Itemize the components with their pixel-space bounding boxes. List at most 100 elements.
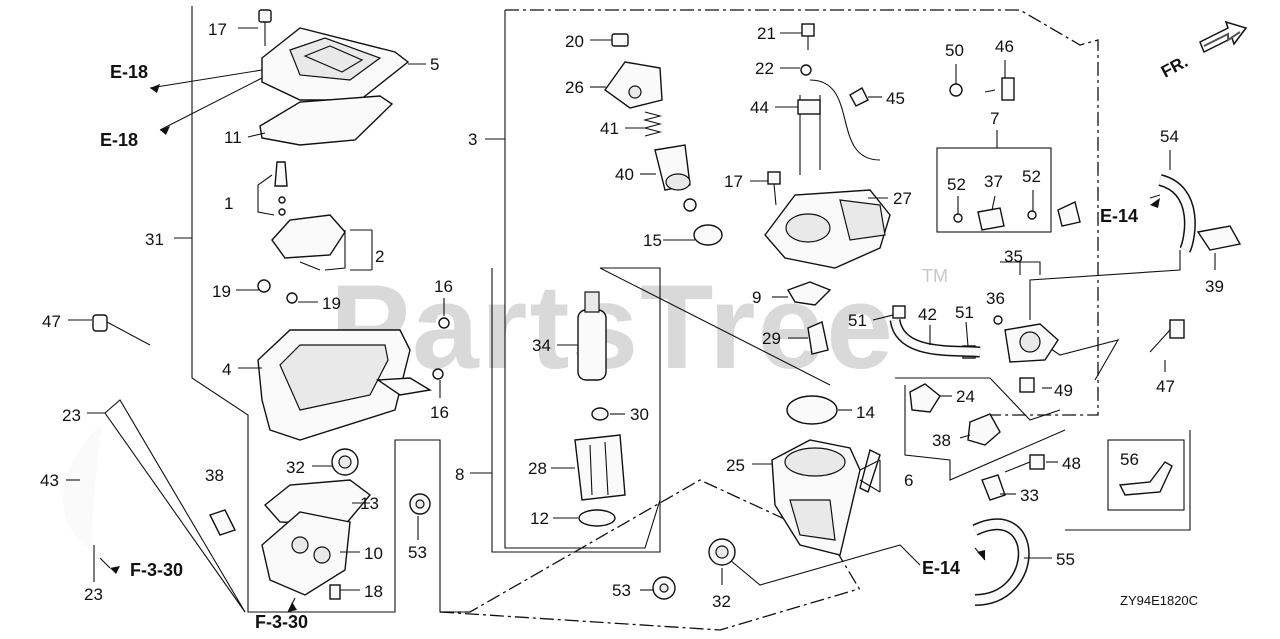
callout-12[interactable]: 12 (530, 509, 549, 528)
callout-4[interactable]: 4 (222, 360, 231, 379)
callout-41[interactable]: 41 (600, 119, 619, 138)
callout-54[interactable]: 54 (1160, 127, 1179, 146)
callout-48[interactable]: 48 (1062, 454, 1081, 473)
grommet-30[interactable] (591, 407, 609, 421)
callout-38[interactable]: 38 (205, 466, 224, 485)
clip-24[interactable] (909, 383, 941, 413)
oring-12[interactable] (578, 509, 616, 527)
callout-10[interactable]: 10 (364, 544, 383, 563)
callout-40[interactable]: 40 (615, 165, 634, 184)
callout-32[interactable]: 32 (286, 458, 305, 477)
gasket-11[interactable] (259, 95, 394, 146)
hose-54[interactable] (1157, 174, 1196, 253)
washer-22[interactable] (800, 64, 812, 76)
clip-45[interactable] (849, 87, 869, 107)
reference-labels[interactable]: E-18 E-18 E-14 E-14 F-3-30 F-3-30 (100, 62, 1138, 632)
callout-56[interactable]: 56 (1120, 450, 1139, 469)
callout-18[interactable]: 18 (364, 582, 383, 601)
callout-50[interactable]: 50 (945, 41, 964, 60)
callout-20[interactable]: 20 (565, 32, 584, 51)
plate-10[interactable] (261, 511, 351, 596)
callout-24[interactable]: 24 (956, 387, 975, 406)
callout-32[interactable]: 32 (712, 592, 731, 611)
callout-52[interactable]: 52 (947, 175, 966, 194)
bolt-21[interactable] (801, 23, 815, 50)
bracket-56[interactable] (1118, 461, 1173, 496)
bracket-33[interactable] (981, 474, 1006, 501)
callout-53[interactable]: 53 (408, 543, 427, 562)
bolt-48[interactable] (1004, 454, 1045, 473)
callout-51[interactable]: 51 (848, 311, 867, 330)
callout-11[interactable]: 11 (224, 128, 242, 147)
hose-42[interactable] (889, 318, 981, 358)
callout-29[interactable]: 29 (762, 329, 781, 348)
gasket-13[interactable] (263, 479, 372, 526)
oring-14[interactable] (786, 395, 838, 425)
body-25[interactable] (771, 439, 861, 556)
spring-41[interactable] (642, 111, 663, 137)
callout-33[interactable]: 33 (1020, 486, 1039, 505)
callout-46[interactable]: 46 (995, 37, 1014, 56)
callout-36[interactable]: 36 (986, 289, 1005, 308)
housing-4[interactable] (257, 329, 432, 441)
bolt-46[interactable] (984, 77, 1015, 101)
callout-25[interactable]: 25 (726, 456, 745, 475)
callout-35[interactable]: 35 (1004, 247, 1023, 266)
callout-19[interactable]: 19 (322, 294, 341, 313)
filter-28[interactable] (574, 434, 626, 501)
callout-30[interactable]: 30 (630, 405, 649, 424)
callout-53[interactable]: 53 (612, 581, 631, 600)
callout-52[interactable]: 52 (1022, 167, 1041, 186)
callout-49[interactable]: 49 (1054, 381, 1073, 400)
callout-47[interactable]: 47 (42, 312, 61, 331)
bolt-17-center[interactable] (767, 171, 781, 206)
callout-38[interactable]: 38 (932, 431, 951, 450)
callout-27[interactable]: 27 (893, 189, 912, 208)
callout-42[interactable]: 42 (918, 305, 937, 324)
callout-34[interactable]: 34 (532, 336, 551, 355)
regulator-35[interactable] (1004, 323, 1059, 363)
bolt-17-top[interactable] (258, 9, 272, 46)
callout-43[interactable]: 43 (40, 471, 59, 490)
callout-16[interactable]: 16 (434, 277, 453, 296)
callout-7[interactable]: 7 (990, 109, 999, 128)
callout-3[interactable]: 3 (468, 130, 477, 149)
callout-5[interactable]: 5 (430, 55, 439, 74)
callout-51[interactable]: 51 (955, 303, 974, 322)
gear-32-bottom[interactable] (708, 538, 736, 566)
callout-17[interactable]: 17 (724, 172, 743, 191)
callout-9[interactable]: 9 (752, 288, 761, 307)
cap-53-left[interactable] (409, 493, 431, 515)
damper-37[interactable] (953, 201, 1081, 231)
plate-26[interactable] (604, 61, 663, 109)
callout-31[interactable]: 31 (145, 230, 164, 249)
callout-19[interactable]: 19 (212, 282, 231, 301)
callout-44[interactable]: 44 (750, 98, 769, 117)
callout-45[interactable]: 45 (886, 89, 905, 108)
callout-6[interactable]: 6 (904, 471, 913, 490)
filter-40[interactable] (654, 144, 691, 191)
bolt-47-left[interactable] (92, 314, 151, 346)
sensor-6[interactable] (859, 448, 881, 493)
bolt-49[interactable] (1019, 377, 1035, 393)
callout-55[interactable]: 55 (1056, 550, 1075, 569)
hose-43[interactable] (63, 427, 103, 548)
screw-18[interactable] (329, 584, 341, 600)
callout-26[interactable]: 26 (565, 78, 584, 97)
pump-34[interactable] (577, 291, 607, 381)
joint-29[interactable] (807, 321, 829, 355)
callout-2[interactable]: 2 (375, 247, 384, 266)
callout-28[interactable]: 28 (528, 459, 547, 478)
callout-37[interactable]: 37 (984, 172, 1003, 191)
hose-55[interactable] (972, 518, 1030, 606)
clip-39[interactable] (1196, 225, 1242, 251)
callout-13[interactable]: 13 (360, 494, 379, 513)
valve-1[interactable] (274, 161, 288, 216)
body-27[interactable] (764, 189, 891, 269)
callout-23[interactable]: 23 (62, 406, 81, 425)
clip-38-left[interactable] (209, 509, 236, 536)
washer-50[interactable] (949, 83, 963, 97)
clip-38-right[interactable] (967, 413, 1001, 446)
callout-8[interactable]: 8 (455, 465, 464, 484)
callout-21[interactable]: 21 (757, 24, 776, 43)
